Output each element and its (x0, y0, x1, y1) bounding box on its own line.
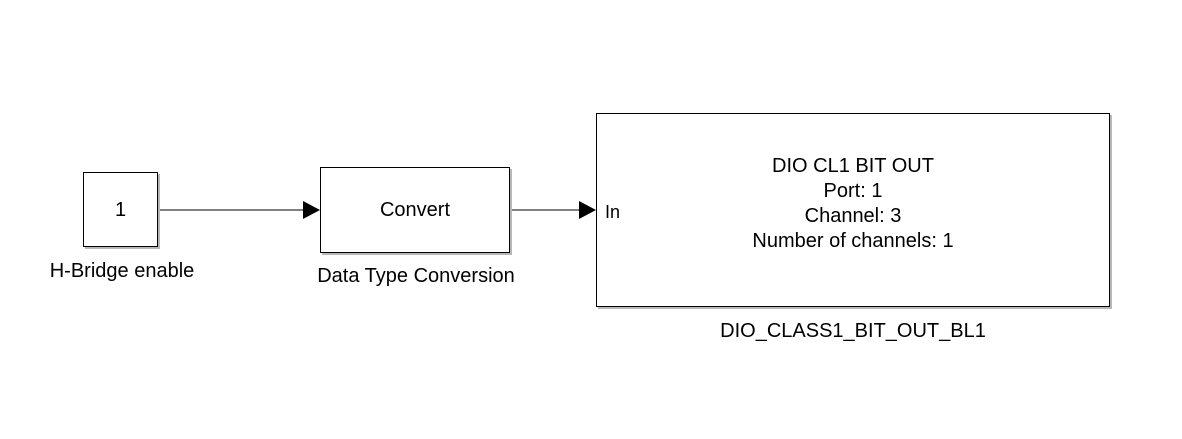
constant-block-name: H-Bridge enable (49, 260, 195, 282)
arrowhead-icon (303, 201, 320, 219)
data-type-conversion-text: Convert (379, 199, 451, 221)
dio-line-channel-count: Number of channels: 1 (752, 230, 954, 252)
dio-line-port: Port: 1 (823, 180, 883, 202)
dio-bit-out-block[interactable]: In DIO CL1 BIT OUT Port: 1 Channel: 3 Nu… (596, 113, 1110, 307)
dio-input-port-label: In (605, 202, 621, 222)
data-type-conversion-block[interactable]: Convert (320, 167, 510, 253)
constant-value: 1 (114, 198, 127, 221)
constant-block[interactable]: 1 (83, 172, 158, 247)
arrowhead-icon (579, 201, 596, 219)
dio-line-channel: Channel: 3 (804, 205, 902, 227)
dio-line-title: DIO CL1 BIT OUT (772, 155, 934, 177)
dio-bit-out-block-name: DIO_CLASS1_BIT_OUT_BL1 (720, 320, 986, 342)
signal-line-constant-to-convert[interactable] (160, 201, 320, 219)
data-type-conversion-block-name: Data Type Conversion (317, 265, 515, 287)
dio-block-description: DIO CL1 BIT OUT Port: 1 Channel: 3 Numbe… (597, 154, 1109, 254)
signal-line-convert-to-dio[interactable] (512, 201, 596, 219)
